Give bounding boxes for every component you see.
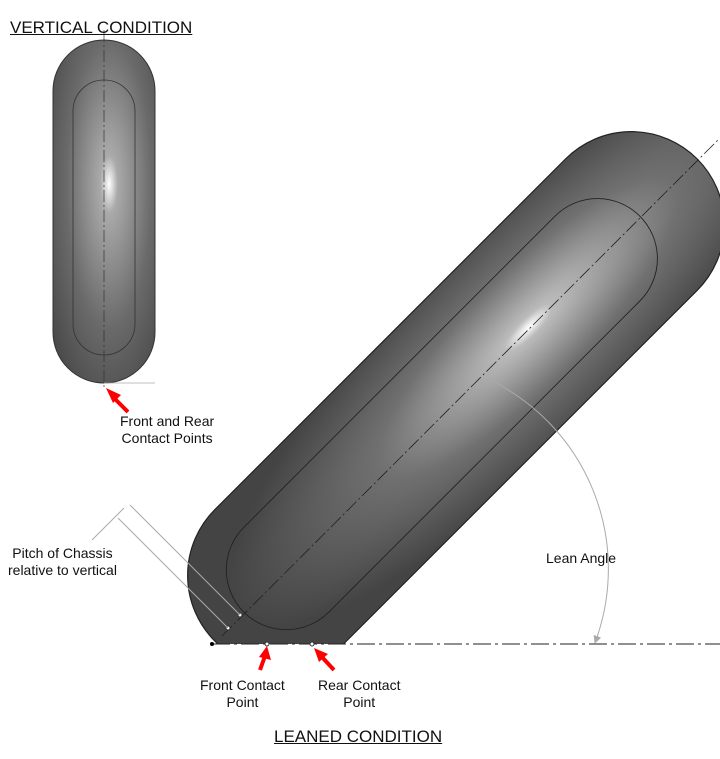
label-line: Front Contact: [200, 677, 285, 693]
leaned-condition-title: LEANED CONDITION: [274, 727, 443, 746]
vertical-condition-title: VERTICAL CONDITION: [10, 18, 193, 37]
red-arrows: [106, 388, 336, 672]
label-line: relative to vertical: [8, 562, 117, 578]
front-rear-contact-label: Front and Rear Contact Points: [120, 413, 214, 447]
label-line: Pitch of Chassis: [12, 545, 113, 561]
tire-centerline: [221, 139, 719, 637]
rear-contact-label: Rear Contact Point: [318, 677, 400, 711]
front-contact-label: Front Contact Point: [200, 677, 285, 711]
leaned-tire: [187, 131, 720, 644]
label-line: Front and Rear: [120, 413, 215, 429]
label-line: Point: [226, 694, 259, 710]
label-line: Rear Contact: [318, 677, 401, 693]
lean-angle-arc: [489, 379, 609, 644]
lean-angle-label: Lean Angle: [546, 550, 617, 566]
vertical-tire: [52, 30, 156, 390]
label-line: Point: [343, 694, 376, 710]
pitch-label: Pitch of Chassis relative to vertical: [8, 545, 117, 579]
label-line: Contact Points: [121, 430, 213, 446]
pitch-dimension: [91, 504, 241, 629]
